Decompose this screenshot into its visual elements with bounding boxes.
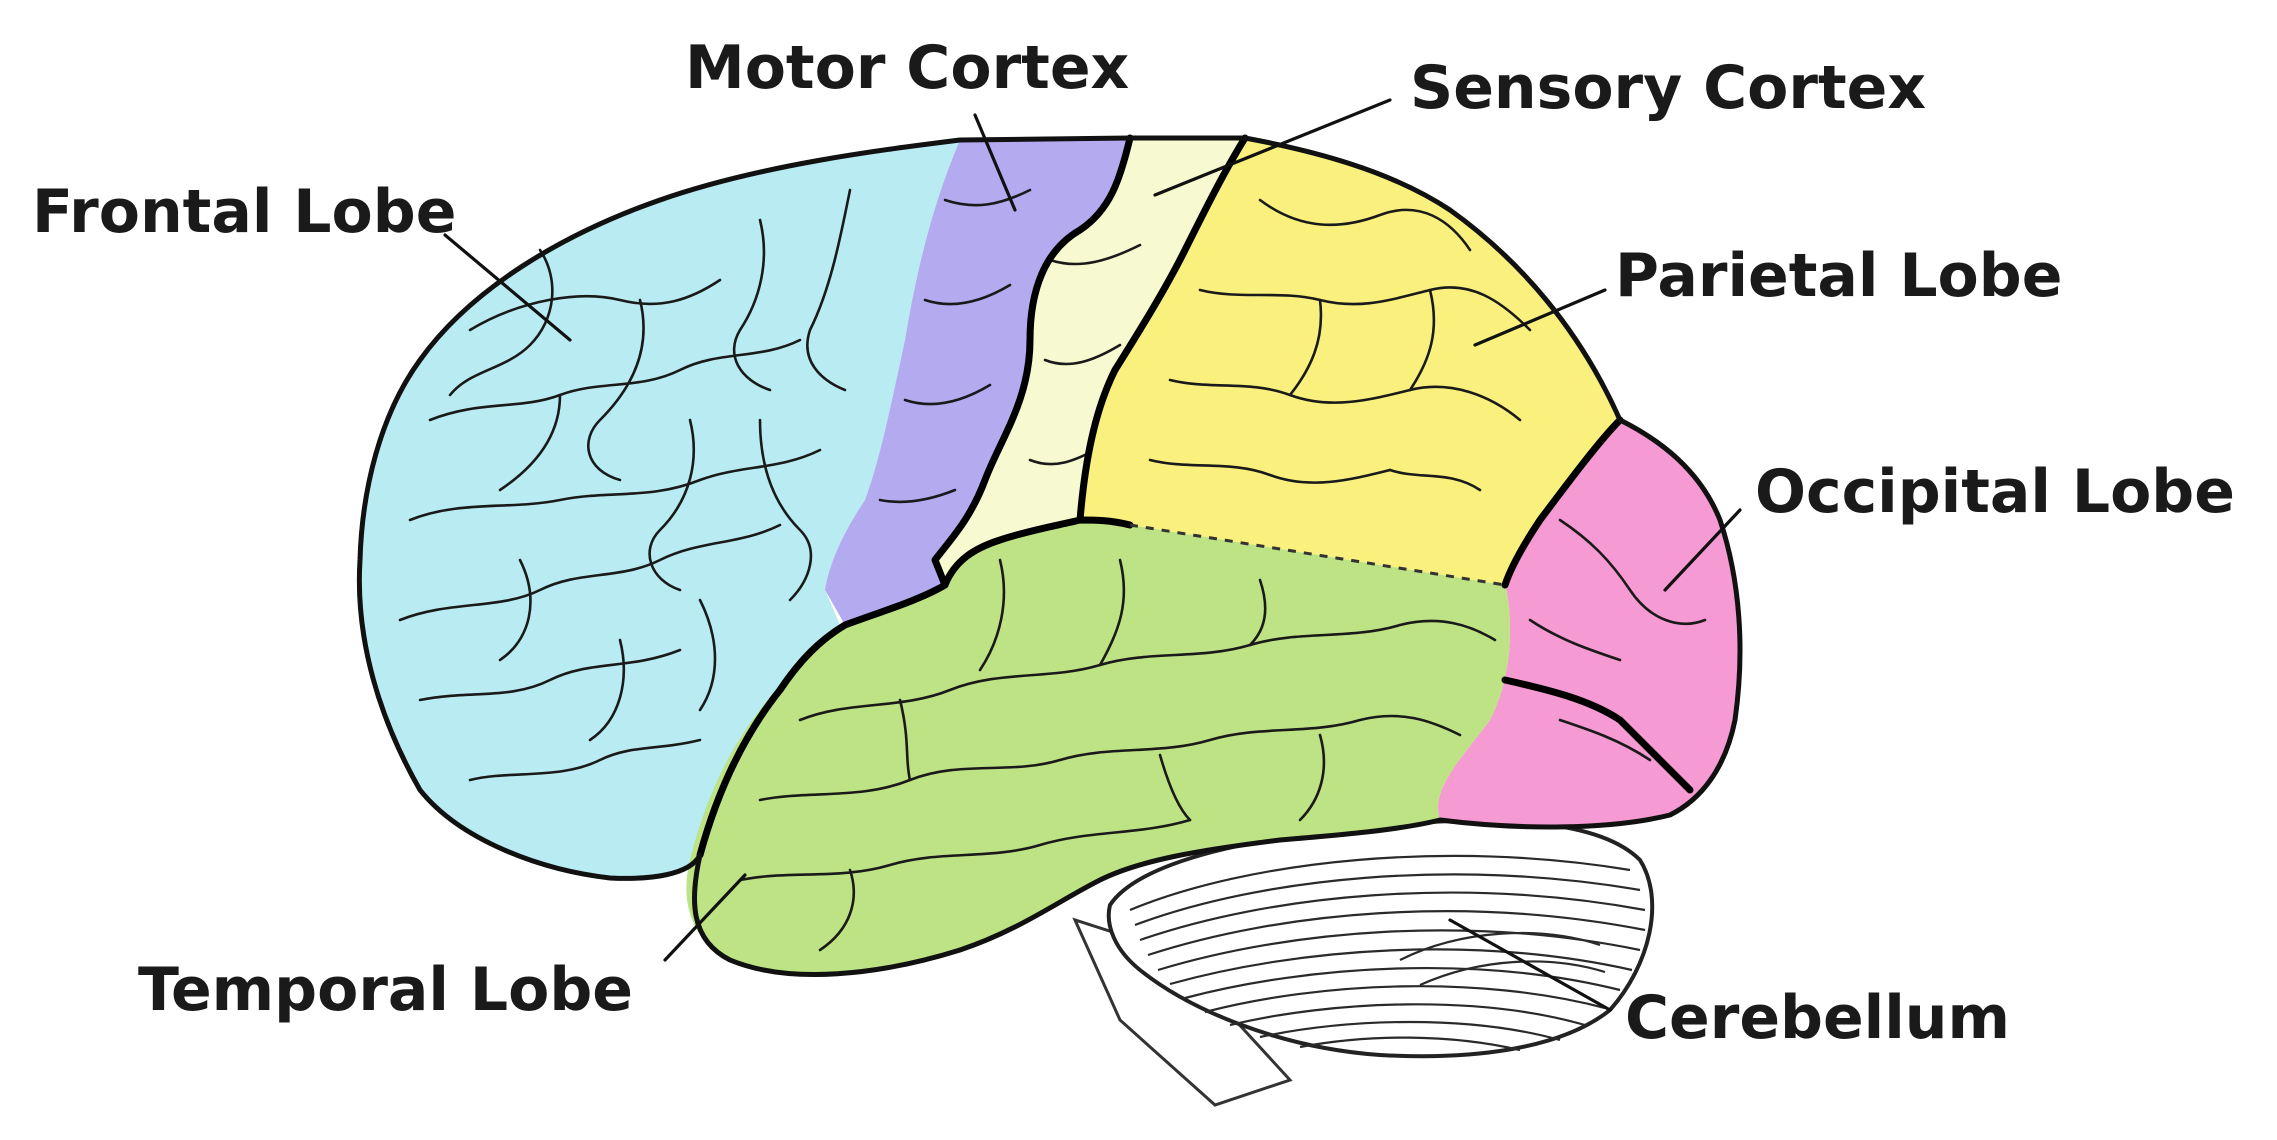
label-frontal-lobe: Frontal Lobe	[32, 177, 456, 247]
frontal-lobe-region	[359, 140, 960, 879]
label-parietal-lobe: Parietal Lobe	[1615, 241, 2062, 311]
cerebellum-region	[1106, 818, 1655, 1059]
occipital-gyri	[1528, 518, 1707, 762]
leader-parietal-lobe	[1473, 288, 1607, 347]
label-occipital-lobe: Occipital Lobe	[1755, 457, 2235, 527]
motor-cortex-region	[825, 138, 1130, 625]
temporal-gyri	[738, 558, 1497, 952]
occipital-fold	[1501, 676, 1694, 794]
leader-cerebellum	[1448, 918, 1612, 1012]
occipital-lobe-shape	[1438, 420, 1740, 827]
leader-lines	[443, 98, 1742, 1012]
cerebellum-striations	[1129, 854, 1646, 1052]
temporal-lobe-shape	[686, 520, 1510, 975]
leader-frontal-lobe	[443, 233, 572, 342]
sensory-cortex-shape	[935, 138, 1245, 585]
frontal-lobe-shape	[359, 140, 960, 879]
parietal-lobe-region	[1080, 138, 1620, 585]
label-temporal-lobe: Temporal Lobe	[138, 955, 633, 1025]
parietal-lobe-shape	[1080, 138, 1620, 585]
leader-sensory-cortex	[1153, 98, 1392, 197]
label-cerebellum: Cerebellum	[1625, 983, 2010, 1053]
major-sulci	[696, 134, 1694, 859]
lateral-sulcus	[696, 516, 1134, 859]
postcentral-sulcus	[1076, 134, 1249, 524]
central-sulcus	[931, 134, 1134, 589]
label-sensory-cortex: Sensory Cortex	[1410, 53, 1926, 123]
parieto-occipital-sulcus	[1501, 416, 1624, 589]
cerebrum-outline	[356, 135, 1743, 977]
temporal-lobe-region	[686, 520, 1510, 975]
frontal-gyri	[398, 188, 852, 782]
occipital-lobe-region	[1438, 420, 1740, 827]
labels: Motor Cortex Sensory Cortex Frontal Lobe…	[32, 33, 2235, 1053]
label-motor-cortex: Motor Cortex	[685, 33, 1129, 103]
leader-motor-cortex	[973, 113, 1017, 212]
motor-cortex-shape	[825, 138, 1130, 625]
leader-occipital-lobe	[1663, 508, 1742, 592]
leader-temporal-lobe	[663, 873, 747, 962]
motor-gyri	[878, 188, 1032, 504]
parietal-gyri	[1148, 198, 1532, 492]
